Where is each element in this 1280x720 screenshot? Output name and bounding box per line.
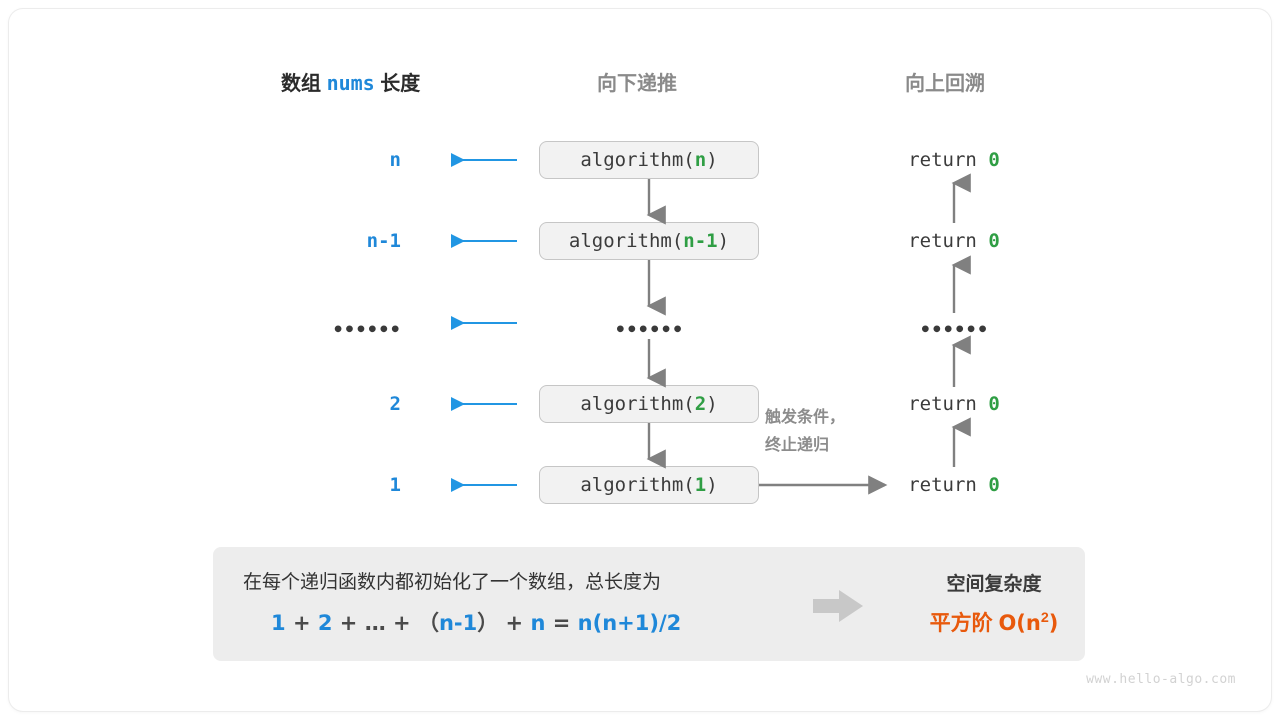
length-label-row-1: n-1: [366, 230, 401, 252]
formula-result: n(n+1)/2: [577, 611, 682, 635]
call-text-suffix-0: ): [706, 149, 718, 171]
header-backtrack-up: 向上回溯: [905, 73, 985, 95]
return-text-1: return: [908, 230, 989, 252]
return-value-4: 0: [988, 474, 1000, 496]
note-line-1: 触发条件，: [765, 409, 846, 426]
blue-arrow-row-0: [451, 153, 517, 167]
complexity-notation-base: O(n: [998, 611, 1041, 635]
base-case-arrow: [759, 475, 888, 495]
call-text-suffix-1: ): [717, 230, 730, 252]
header-left-nums: nums: [326, 71, 375, 95]
return-dots-row-2: ••••••: [919, 319, 989, 341]
return-value-0: 0: [988, 149, 1000, 171]
complexity-notation-close: ): [1048, 611, 1059, 635]
return-value-3: 0: [988, 393, 1000, 415]
call-text-prefix-0: algorithm(: [580, 149, 695, 171]
return-text-3: return: [908, 393, 989, 415]
down-arrow-0-to-1: [646, 179, 666, 225]
complexity-label: 平方阶: [929, 612, 999, 635]
return-value-1: 0: [988, 230, 1000, 252]
return-label-row-1: return 0: [844, 230, 1064, 252]
header-recursion-down: 向下递推: [597, 73, 677, 95]
base-case-note: 触发条件， 终止递归: [765, 404, 845, 460]
formula-equals: =: [552, 611, 571, 635]
down-arrow-3-to-4: [646, 423, 666, 469]
call-arg-4: 1: [694, 474, 707, 496]
up-arrow-4-to-3: [951, 417, 971, 467]
call-text-prefix-1: algorithm(: [568, 230, 684, 252]
header-array-length: 数组 nums 长度: [281, 67, 420, 96]
blue-arrow-row-1: [451, 234, 517, 248]
call-arg-1: n-1: [683, 230, 718, 252]
formula-term-5: n: [530, 611, 546, 635]
length-label-row-4: 1: [389, 474, 401, 496]
length-label-row-0: n: [389, 149, 401, 171]
down-arrow-1-to-dots: [646, 260, 666, 316]
up-arrow-3-to-dots: [951, 335, 971, 387]
return-label-row-4: return 0: [844, 474, 1064, 496]
call-dots-row-2: ••••••: [614, 319, 684, 341]
up-arrow-dots-to-1: [951, 255, 971, 313]
call-box-row-0[interactable]: algorithm(n): [539, 141, 759, 179]
complexity-notation-exp: 2: [1040, 610, 1049, 626]
blue-arrow-row-3: [451, 397, 517, 411]
formula-ellipsis: …: [364, 611, 386, 635]
summary-panel: 在每个递归函数内都初始化了一个数组，总长度为 1 + 2 + … + （n-1）…: [213, 547, 1085, 661]
space-complexity-value: 平方阶 O(n2): [885, 607, 1103, 637]
return-label-row-0: return 0: [844, 149, 1064, 171]
header-left-suffix: 长度: [374, 73, 421, 95]
call-text-suffix-3: ): [706, 393, 718, 415]
formula-op-2: +: [339, 611, 358, 635]
call-arg-3: 2: [694, 393, 707, 415]
formula-term-4: n-1: [438, 611, 478, 635]
call-arg-0: n: [694, 149, 707, 171]
call-box-row-1[interactable]: algorithm(n-1): [539, 222, 759, 260]
blue-arrow-row-2: [451, 316, 517, 330]
formula-term-2: 2: [317, 611, 333, 635]
formula-paren-close: ）: [477, 611, 499, 635]
summary-formula: 1 + 2 + … + （n-1） + n = n(n+1)/2: [271, 607, 681, 637]
formula-op-1: +: [292, 611, 311, 635]
length-label-row-3: 2: [389, 393, 401, 415]
length-label-row-2: ••••••: [332, 319, 401, 341]
header-left-prefix: 数组: [281, 73, 327, 95]
diagram-canvas: 数组 nums 长度 向下递推 向上回溯 n n-1 •••••• 2 1 al…: [9, 9, 1271, 711]
down-arrow-dots-to-3: [646, 339, 666, 388]
block-arrow-icon: [813, 590, 863, 622]
space-complexity-title: 空间复杂度: [946, 574, 1042, 595]
call-text-prefix-3: algorithm(: [580, 393, 695, 415]
formula-term-1: 1: [271, 611, 286, 635]
call-text-prefix-4: algorithm(: [580, 474, 695, 496]
return-label-row-3: return 0: [844, 393, 1064, 415]
summary-description: 在每个递归函数内都初始化了一个数组，总长度为: [243, 572, 662, 593]
formula-op-4: +: [505, 611, 524, 635]
blue-arrow-row-4: [451, 478, 517, 492]
formula-op-3: +: [393, 611, 411, 635]
return-text-4: return: [908, 474, 989, 496]
call-box-row-3[interactable]: algorithm(2): [539, 385, 759, 423]
return-text-0: return: [908, 149, 989, 171]
watermark: www.hello-algo.com: [1086, 672, 1236, 687]
note-line-2: 终止递归: [765, 437, 830, 454]
formula-paren-open: （: [417, 611, 439, 635]
up-arrow-1-to-0: [951, 173, 971, 223]
call-text-suffix-4: ): [706, 474, 718, 496]
call-box-row-4[interactable]: algorithm(1): [539, 466, 759, 504]
